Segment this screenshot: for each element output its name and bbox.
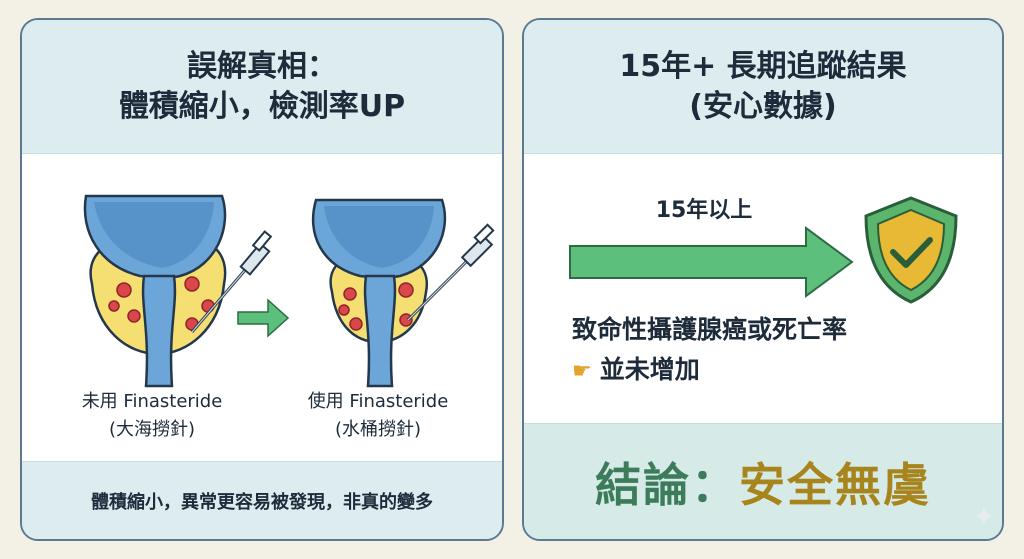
conclusion-footer: 結論：安全無虞 — [524, 423, 1002, 539]
right-arrow-icon — [237, 298, 290, 338]
caption-with-finasteride: 使用 Finasteride (水桶撈針) — [278, 388, 478, 444]
caption-before-line2: (大海撈針) — [108, 419, 196, 440]
caption-before-line1: 未用 Finasteride — [81, 391, 223, 412]
caption-after-line1: 使用 Finasteride — [307, 391, 449, 412]
conclusion-prefix: 結論： — [595, 457, 739, 512]
pointing-hand-icon: ☛ — [572, 359, 592, 384]
duration-label: 15年以上 — [655, 198, 753, 223]
finding-line1: 致命性攝護腺癌或死亡率 — [572, 315, 848, 344]
results-title-line1: 15年+ 長期追蹤結果 — [619, 48, 907, 84]
urethra-shape-after — [363, 274, 397, 388]
biopsy-needle-icon — [190, 230, 273, 333]
urethra-shape — [141, 274, 177, 388]
finding-line2: ☛ 並未增加 — [572, 350, 700, 392]
conclusion-value: 安全無虞 — [739, 457, 931, 512]
prostate-after-illustration — [311, 198, 495, 388]
finding-line2-text: 並未增加 — [599, 355, 700, 384]
misconception-title-line2: 體積縮小，檢測率UP — [118, 88, 406, 124]
misconception-footer: 體積縮小，異常更容易被發現，非真的變多 — [22, 461, 502, 539]
timeline-graphic — [569, 196, 958, 304]
prostate-before-illustration — [83, 194, 273, 388]
shield-check-icon — [864, 196, 958, 304]
timeline-arrow-icon — [569, 226, 854, 298]
misconception-footer-text: 體積縮小，異常更容易被發現，非真的變多 — [91, 491, 433, 513]
long-term-results-card: 15年+ 長期追蹤結果 (安心數據) 15年以上 致命性攝護腺癌或死亡率 ☛ 並未… — [522, 18, 1004, 541]
biopsy-needle-icon-after — [406, 223, 495, 322]
caption-after-line2: (水桶撈針) — [334, 419, 422, 440]
misconception-title-line1: 誤解真相： — [187, 48, 337, 84]
conclusion-text: 結論：安全無虞 — [595, 449, 931, 515]
results-header: 15年+ 長期追蹤結果 (安心數據) — [524, 20, 1002, 154]
prostate-comparison-diagram — [83, 194, 495, 388]
caption-without-finasteride: 未用 Finasteride (大海撈針) — [52, 388, 252, 444]
sparkle-icon: ✦ — [972, 500, 996, 533]
results-title-line2: (安心數據) — [689, 88, 837, 124]
misconception-header: 誤解真相： 體積縮小，檢測率UP — [22, 20, 502, 154]
misconception-card: 誤解真相： 體積縮小，檢測率UP — [20, 18, 504, 541]
